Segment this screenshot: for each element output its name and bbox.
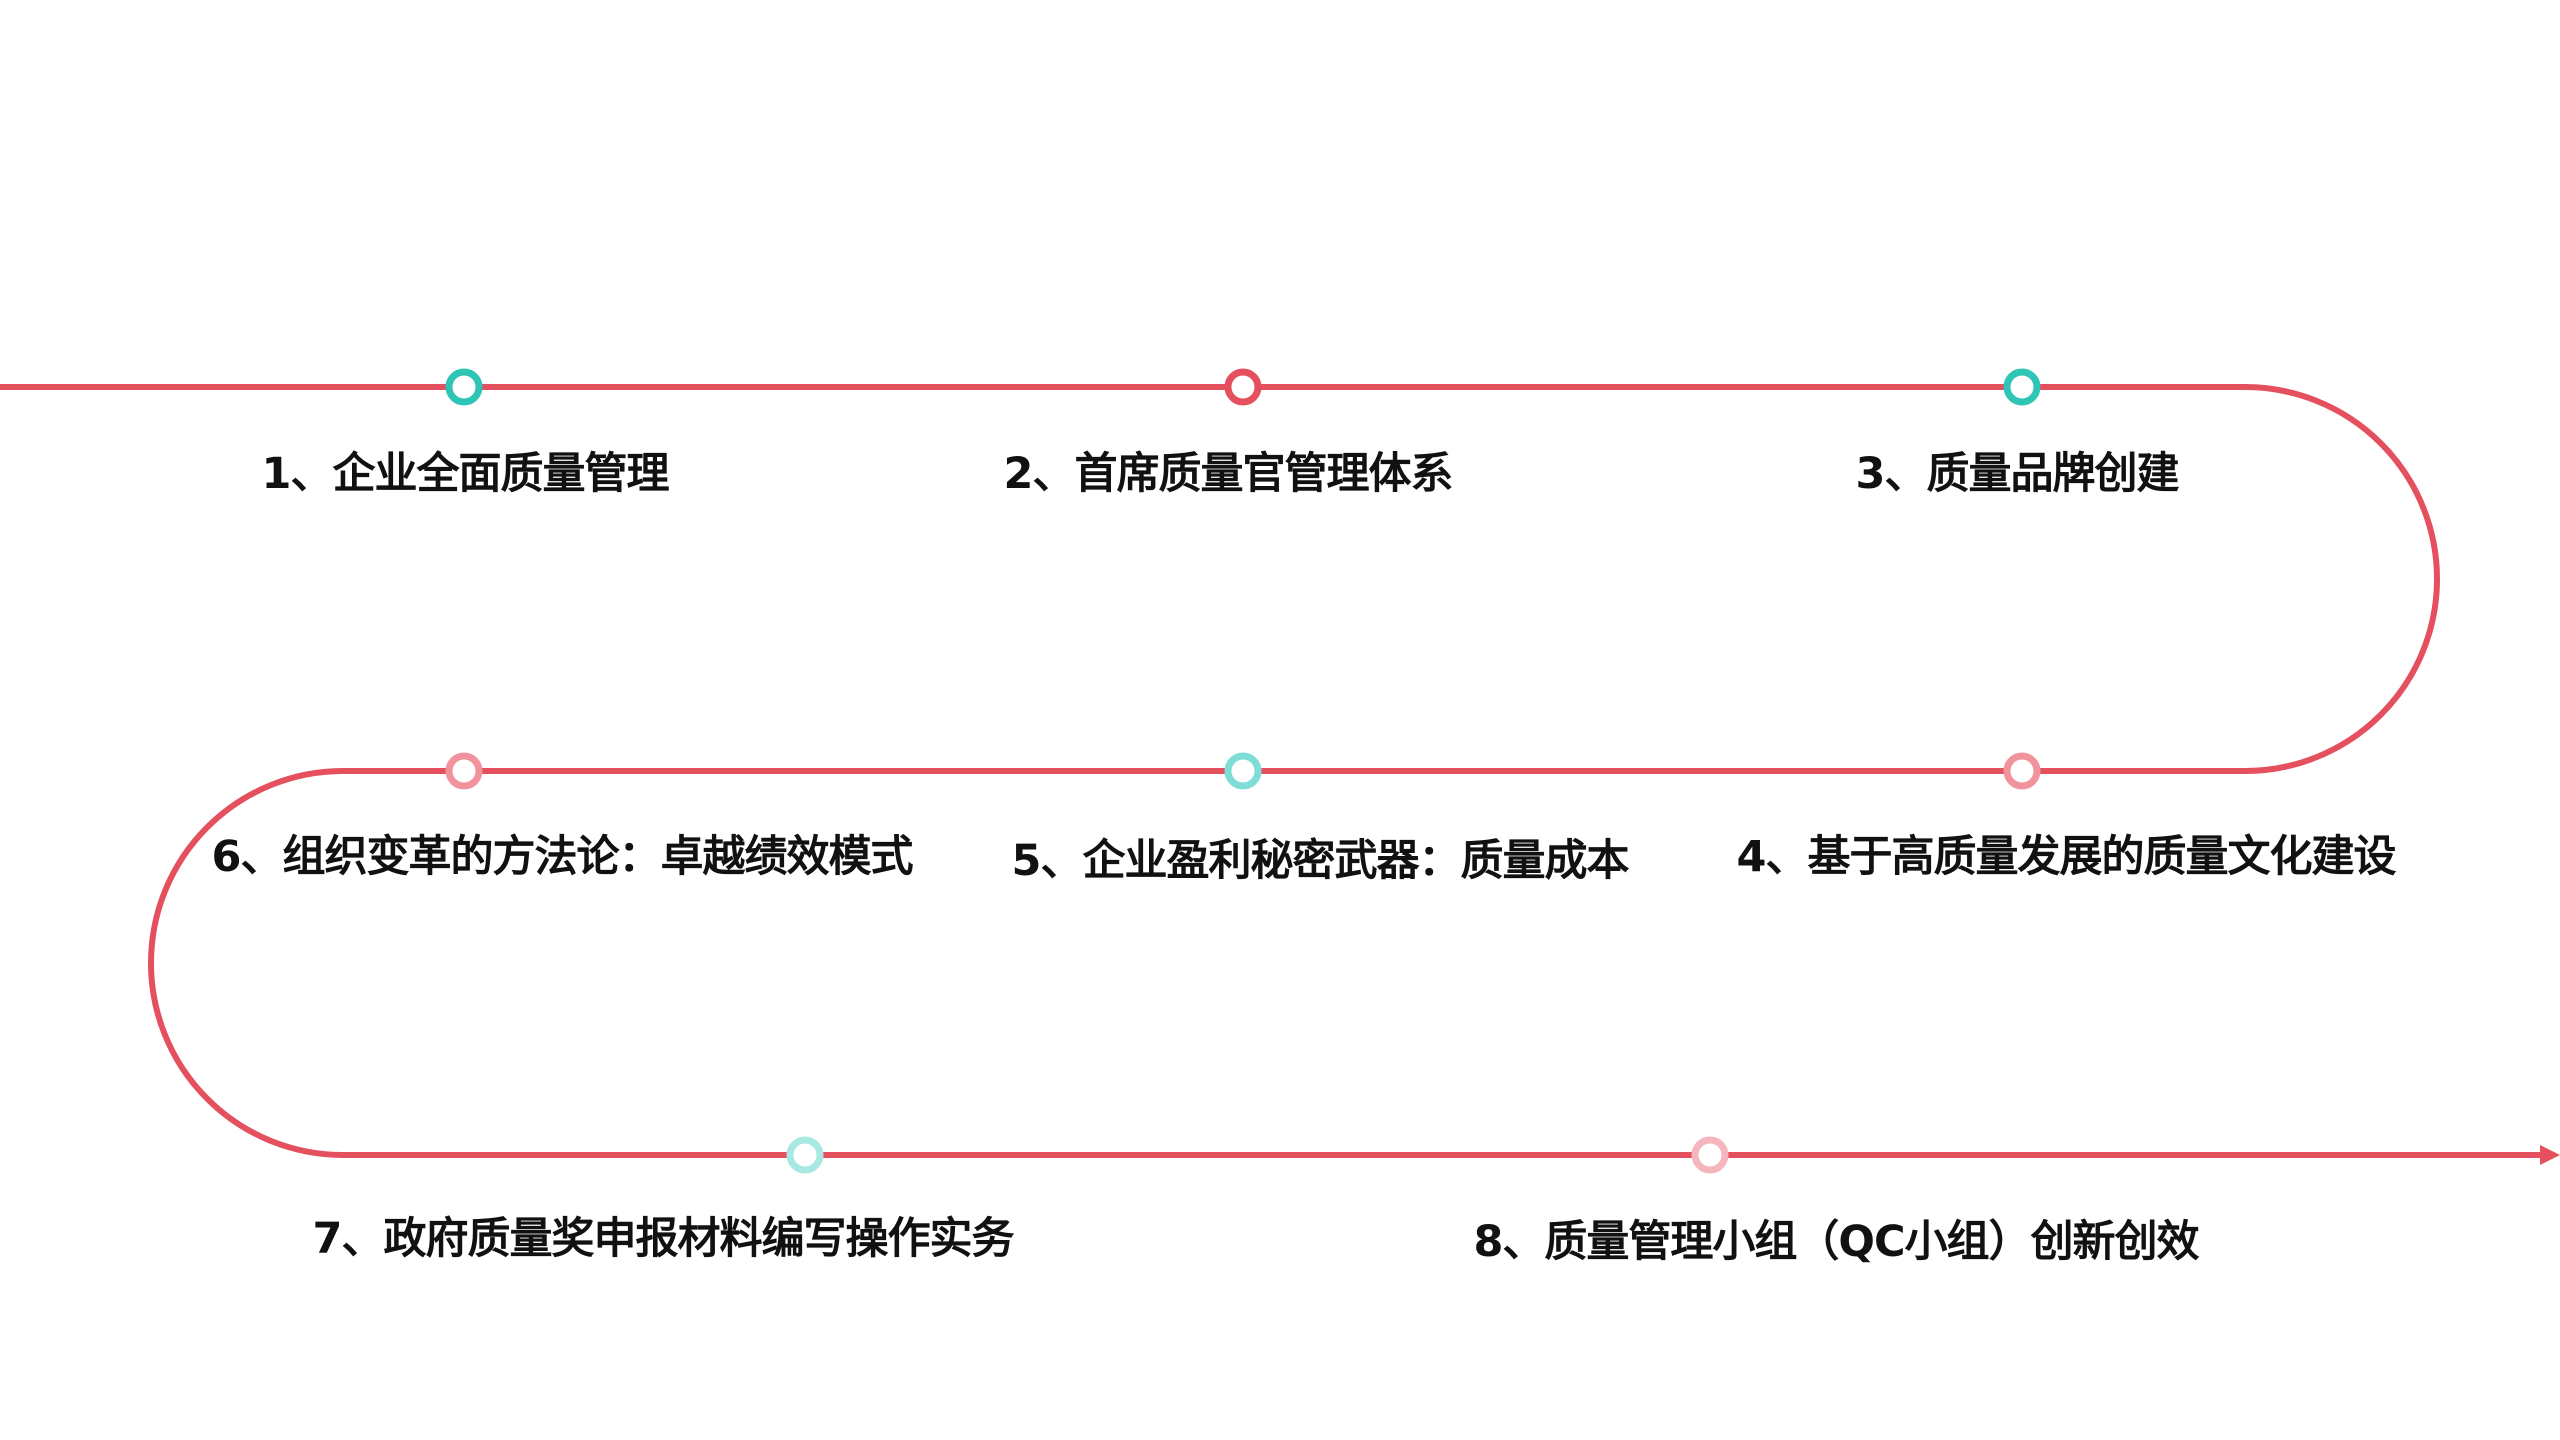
step-label-1: 1、企业全面质量管理: [261, 449, 670, 499]
arrow-head-icon: [2540, 1145, 2560, 1165]
step-node-8: [1691, 1136, 1729, 1174]
step-label-2: 2、首席质量官管理体系: [1003, 449, 1454, 499]
step-label-4: 4、基于高质量发展的质量文化建设: [1736, 832, 2397, 882]
step-node-6: [445, 752, 483, 790]
step-node-4: [2003, 752, 2041, 790]
timeline-line: [0, 384, 2540, 1158]
step-node-7: [786, 1136, 824, 1174]
step-node-5: [1224, 752, 1262, 790]
step-label-3: 3、质量品牌创建: [1855, 449, 2180, 499]
step-node-1: [445, 368, 483, 406]
step-label-6: 6、组织变革的方法论：卓越绩效模式: [211, 832, 914, 882]
step-node-3: [2003, 368, 2041, 406]
step-node-2: [1224, 368, 1262, 406]
step-label-7: 7、政府质量奖申报材料编写操作实务: [312, 1214, 1015, 1264]
step-label-8: 8、质量管理小组（QC小组）创新创效: [1473, 1217, 2199, 1267]
step-label-5: 5、企业盈利秘密武器：质量成本: [1011, 836, 1630, 886]
